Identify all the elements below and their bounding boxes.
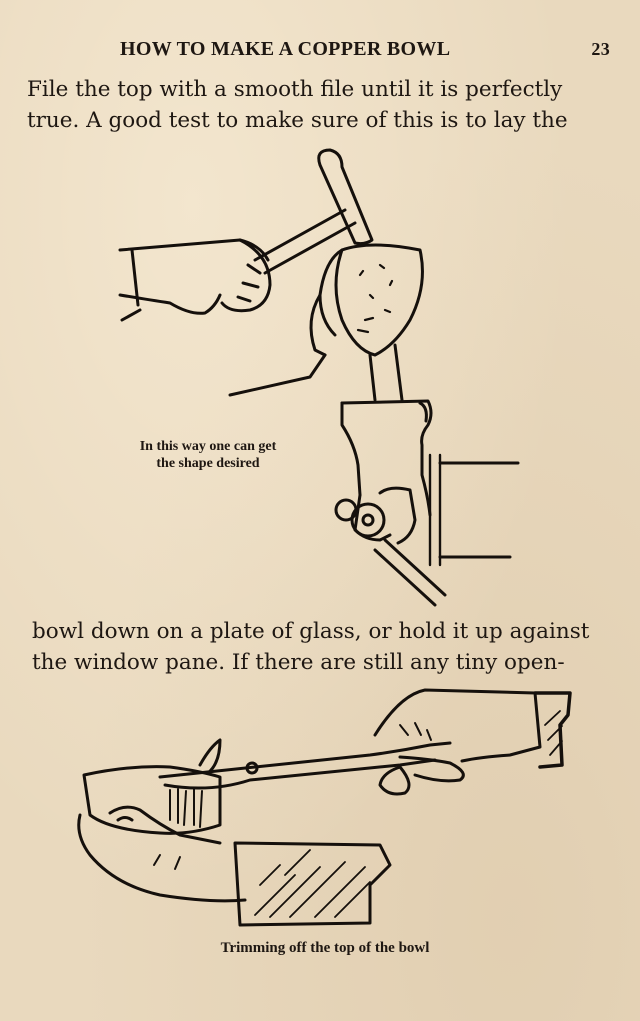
caption-line: the shape desired xyxy=(156,456,260,471)
text-line: bowl down on a plate of glass, or hold i… xyxy=(32,619,590,644)
text-line: the window pane. If there are still any … xyxy=(32,650,565,675)
caption-line: In this way one can get xyxy=(139,439,277,454)
text-line: File the top with a smooth file until it… xyxy=(27,77,563,102)
text-line: true. A good test to make sure of this i… xyxy=(27,108,568,133)
figure-1-caption: In this way one can get the shape desire… xyxy=(108,438,308,472)
figure-2-illustration xyxy=(77,688,572,927)
running-title: HOW TO MAKE A COPPER BOWL xyxy=(120,38,451,60)
paragraph-1: File the top with a smooth file until it… xyxy=(27,74,607,136)
figure-1-illustration xyxy=(118,148,520,607)
figure-2-caption: Trimming off the top of the bowl xyxy=(180,940,470,957)
page-number: 23 xyxy=(591,39,610,59)
paragraph-2: bowl down on a plate of glass, or hold i… xyxy=(32,616,612,678)
running-head: HOW TO MAKE A COPPER BOWL 23 xyxy=(120,38,610,61)
caption-line: Trimming off the top of the bowl xyxy=(220,940,430,956)
